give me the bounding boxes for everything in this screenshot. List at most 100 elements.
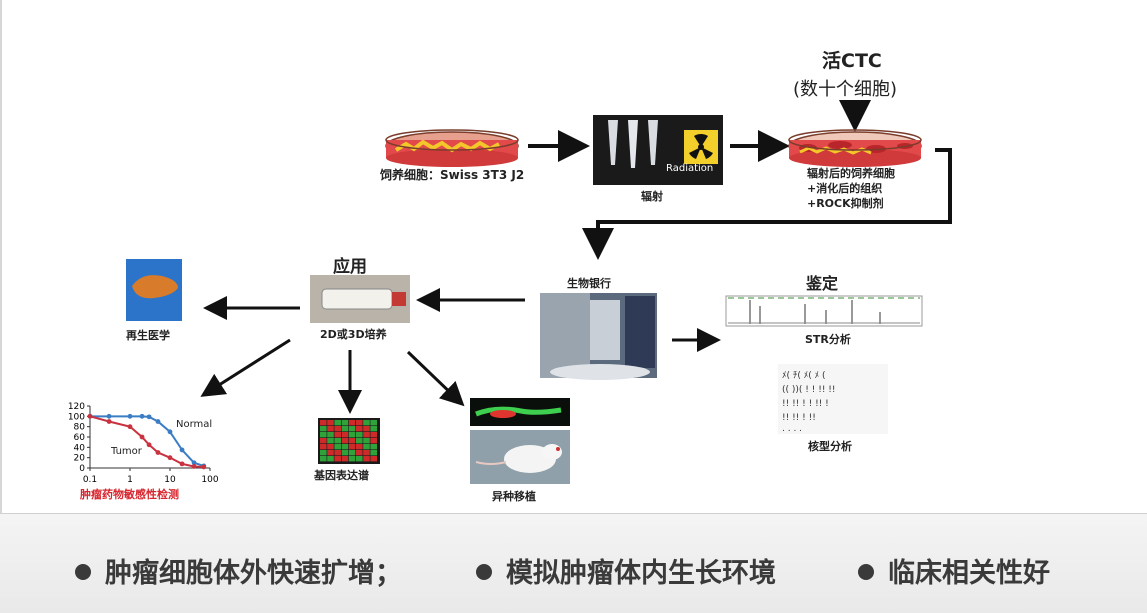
heatmap-cell — [356, 426, 363, 432]
y-tick-label: 80 — [74, 423, 86, 433]
heatmap-cell — [363, 450, 370, 456]
svg-text:ﾒ( ﾁ( ﾒ( ﾒ (: ﾒ( ﾁ( ﾒ( ﾒ ( — [782, 370, 826, 381]
heatmap-cell — [356, 438, 363, 444]
radiation-photo — [593, 115, 723, 185]
karyotype-label: 核型分析 — [808, 440, 852, 453]
data-point-tumor — [106, 419, 112, 424]
heatmap-cell — [327, 444, 334, 450]
heatmap-cell — [341, 420, 349, 426]
series-line-tumor — [89, 415, 204, 468]
svg-text:!! !! ! !!: !! !! ! !! — [782, 413, 816, 423]
heatmap-cell — [363, 420, 370, 426]
irradiated-dish-line3: +ROCK抑制剂 — [807, 197, 884, 210]
live-ctc-subtitle: (数十个细胞) — [793, 79, 898, 100]
heatmap-cell — [356, 432, 363, 438]
svg-text:. . . .: . . . . — [782, 424, 802, 434]
y-tick-label: 20 — [74, 454, 86, 464]
chart-title: 肿瘤药物敏感性检测 — [80, 488, 179, 501]
arrow-dish-to-biobank — [582, 148, 952, 260]
data-point-normal — [139, 413, 145, 419]
y-tick-label: 0 — [79, 464, 85, 474]
feeder-dish-image — [385, 129, 519, 167]
arrow-application-to-chart — [200, 338, 291, 397]
summary-point-1: 肿瘤细胞体外快速扩增； — [75, 551, 402, 590]
heatmap-cell — [370, 426, 377, 432]
heatmap-cell — [320, 438, 327, 444]
y-tick-label: 100 — [68, 412, 85, 422]
gene-expression-label: 基因表达谱 — [314, 469, 369, 482]
heatmap-cell — [320, 450, 327, 456]
heatmap-cell — [334, 444, 341, 450]
x-tick-label: 0.1 — [83, 475, 97, 485]
heatmap-cell — [356, 456, 363, 462]
liver-photo — [126, 259, 182, 321]
heatmap-cell — [348, 450, 356, 456]
data-point-tumor — [127, 424, 133, 430]
heatmap-cell — [356, 444, 363, 450]
data-point-tumor — [155, 450, 161, 455]
heatmap-cell — [363, 438, 370, 444]
irradiated-dish-image — [788, 129, 922, 167]
summary-point-1-text: 肿瘤细胞体外快速扩增； — [105, 558, 402, 589]
gene-heatmap-cells — [320, 420, 377, 462]
data-point-normal — [155, 419, 161, 424]
x-tick-label: 100 — [201, 475, 218, 485]
summary-bar: 肿瘤细胞体外快速扩增； 模拟肿瘤体内生长环境 临床相关性好 — [0, 513, 1147, 613]
heatmap-cell — [363, 444, 370, 450]
heatmap-cell — [370, 432, 377, 438]
data-point-tumor — [87, 413, 93, 419]
data-point-tumor — [139, 434, 145, 440]
heatmap-cell — [341, 450, 349, 456]
data-point-normal — [167, 429, 173, 435]
xenograft-label: 异种移植 — [492, 490, 536, 503]
data-point-tumor — [146, 442, 152, 448]
heatmap-cell — [334, 432, 341, 438]
heatmap-cell — [327, 432, 334, 438]
heatmap-cell — [348, 444, 356, 450]
heatmap-cell — [348, 426, 356, 432]
heatmap-cell — [334, 438, 341, 444]
chart-legend-tumor: Tumor — [111, 446, 142, 457]
heatmap-cell — [334, 426, 341, 432]
heatmap-cell — [370, 456, 377, 462]
y-tick-label: 60 — [74, 433, 86, 443]
heatmap-cell — [356, 420, 363, 426]
heatmap-cell — [341, 426, 349, 432]
application-title: 应用 — [333, 257, 367, 277]
heatmap-cell — [370, 420, 377, 426]
heatmap-cell — [363, 432, 370, 438]
chart-legend-normal: Normal — [176, 419, 213, 430]
arrow-application-to-xeno — [406, 350, 465, 407]
data-point-tumor — [201, 464, 207, 470]
heatmap-cell — [348, 420, 356, 426]
data-point-normal — [146, 414, 152, 420]
heatmap-cell — [327, 438, 334, 444]
culture-flask-photo — [310, 275, 410, 323]
str-chart-image — [725, 295, 923, 327]
heatmap-cell — [334, 420, 341, 426]
x-tick-label: 1 — [127, 475, 133, 485]
heatmap-cell — [327, 420, 334, 426]
radiation-caption: 辐射 — [641, 190, 663, 203]
x-tick-label: 10 — [164, 475, 176, 485]
identification-title: 鉴定 — [806, 274, 839, 293]
heatmap-cell — [327, 426, 334, 432]
heatmap-cell — [370, 438, 377, 444]
heatmap-cell — [327, 450, 334, 456]
heatmap-cell — [341, 456, 349, 462]
heatmap-cell — [320, 456, 327, 462]
heatmap-cell — [356, 450, 363, 456]
live-ctc-title: 活CTC — [822, 50, 882, 72]
irradiated-dish-line2: +消化后的组织 — [807, 182, 883, 195]
heatmap-cell — [370, 444, 377, 450]
str-analysis-label: STR分析 — [805, 333, 851, 346]
culture-caption: 2D或3D培养 — [320, 328, 387, 341]
heatmap-cell — [320, 420, 327, 426]
karyotype-image: ﾒ( ﾁ( ﾒ( ﾒ ( (( ))( ! ! !! !! !! !! ! ! … — [778, 364, 888, 434]
heatmap-cell — [327, 456, 334, 462]
svg-text:!! !! ! ! !! !: !! !! ! ! !! ! — [782, 399, 829, 409]
left-frame-line — [0, 0, 2, 612]
xenograft-fluorescence-image — [470, 398, 570, 426]
